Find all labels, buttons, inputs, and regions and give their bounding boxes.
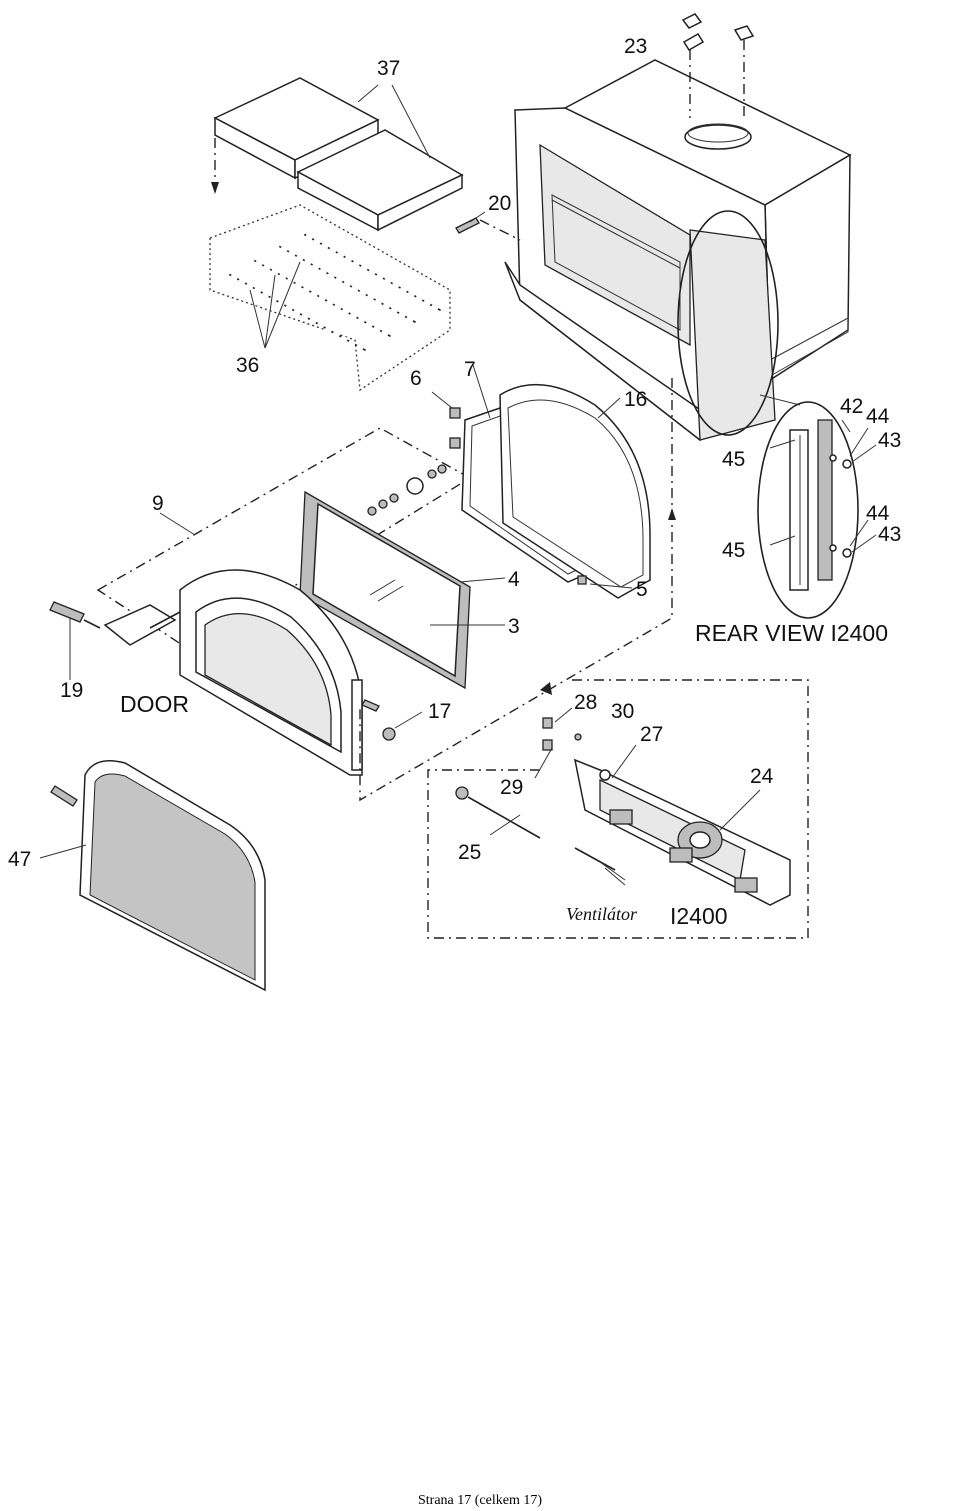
callout-9: 9 xyxy=(152,492,164,515)
assembly-lines xyxy=(359,378,676,802)
callout-44-top: 44 xyxy=(866,405,890,428)
page-footer: Strana 17 (celkem 17) xyxy=(417,1493,542,1508)
callout-6: 6 xyxy=(410,367,422,390)
ventilator-model-label: I2400 xyxy=(670,903,728,929)
callout-20: 20 xyxy=(488,192,511,215)
part-47-mesh-screen xyxy=(39,760,266,992)
callout-23: 23 xyxy=(624,35,647,58)
door-body xyxy=(179,569,423,776)
callout-3: 3 xyxy=(508,615,520,638)
callout-28: 28 xyxy=(574,691,597,714)
callout-45-top: 45 xyxy=(722,448,745,471)
rear-view-detail xyxy=(677,210,877,619)
callout-17: 17 xyxy=(428,700,451,723)
callout-4: 4 xyxy=(508,568,520,591)
rear-view-label: REAR VIEW I2400 xyxy=(695,620,888,646)
door-label: DOOR xyxy=(120,691,189,717)
callout-36: 36 xyxy=(236,354,259,377)
callout-27: 27 xyxy=(640,723,663,746)
part-37-firebricks xyxy=(211,77,464,232)
callout-7: 7 xyxy=(464,358,476,381)
callout-37: 37 xyxy=(377,57,400,80)
callout-24: 24 xyxy=(750,765,774,788)
callout-19: 19 xyxy=(60,679,83,702)
callout-16: 16 xyxy=(624,388,647,411)
part-36-air-tubes xyxy=(209,204,451,392)
part-4-glass-gasket xyxy=(299,490,506,690)
part-6-hinges xyxy=(367,391,461,516)
part-5-leader xyxy=(589,583,633,589)
stove-body xyxy=(504,59,852,442)
part-16-door-frame xyxy=(499,383,651,599)
callout-labels: 23 37 20 36 6 7 16 42 44 43 45 9 44 43 4… xyxy=(8,35,901,929)
callout-25: 25 xyxy=(458,841,481,864)
ventilator-label: Ventilátor xyxy=(566,904,638,924)
part-20-screw xyxy=(455,211,521,241)
part-5-clip xyxy=(577,575,587,585)
callout-43-top: 43 xyxy=(878,429,901,452)
callout-47: 47 xyxy=(8,848,31,871)
callout-29: 29 xyxy=(500,776,523,799)
callout-42: 42 xyxy=(840,395,863,418)
callout-45-bottom: 45 xyxy=(722,539,745,562)
callout-43-bottom: 43 xyxy=(878,523,901,546)
ventilator-section xyxy=(427,679,809,939)
part-9-hardware-box xyxy=(96,427,472,651)
callout-30: 30 xyxy=(611,700,634,723)
callout-44-bottom: 44 xyxy=(866,502,890,525)
part-23-flue-brackets xyxy=(681,13,755,118)
part-19-handle xyxy=(49,601,101,680)
callout-5: 5 xyxy=(636,578,648,601)
